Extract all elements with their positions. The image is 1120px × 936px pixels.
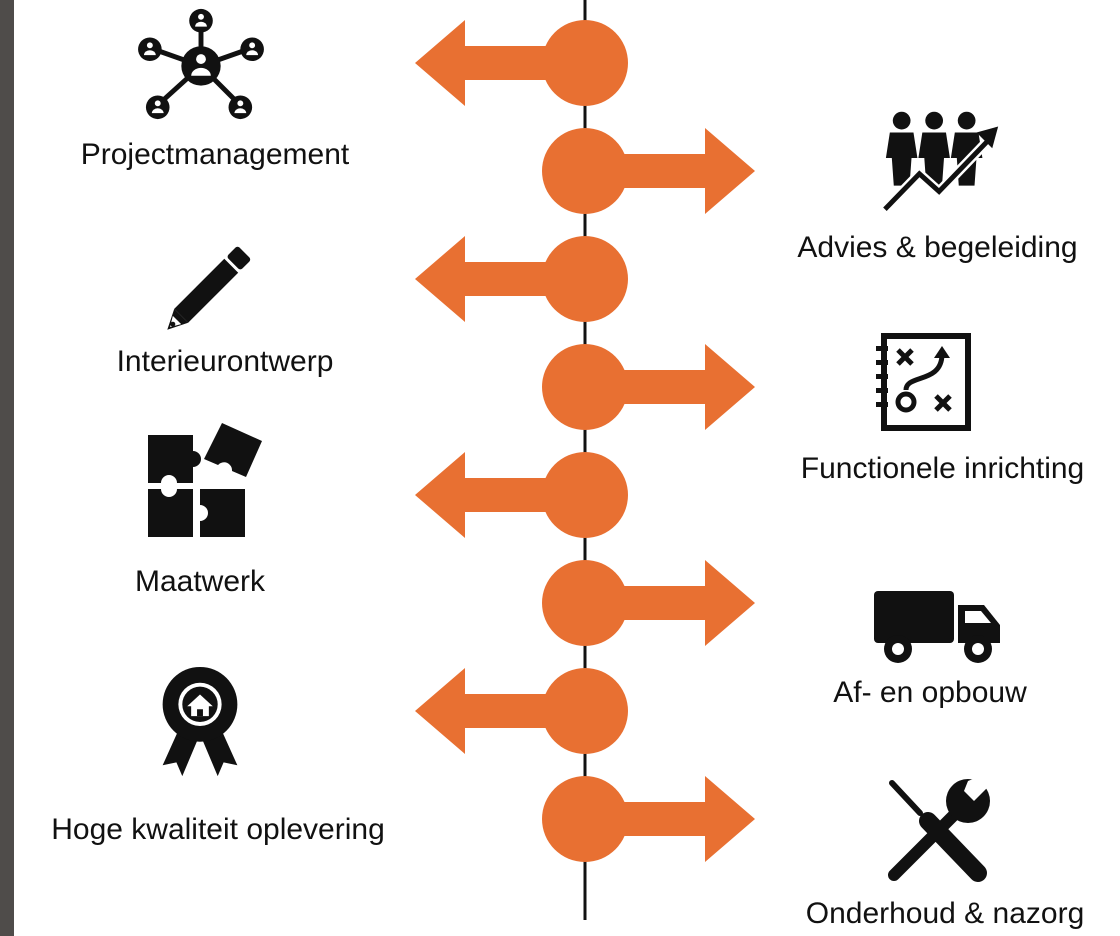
timeline-node — [542, 20, 628, 106]
puzzle-icon — [148, 423, 262, 537]
timeline-node — [542, 128, 628, 214]
timeline-arrow-left — [415, 236, 585, 322]
team-growth-icon — [881, 111, 999, 213]
pencil-icon — [167, 246, 251, 330]
timeline-arrow-right — [585, 128, 755, 214]
timeline-node — [542, 452, 628, 538]
step-label-projectmanagement: Projectmanagement — [80, 138, 350, 171]
timeline-node — [542, 560, 628, 646]
timeline-node — [542, 776, 628, 862]
timeline-arrow-right — [585, 776, 755, 862]
timeline-marker-3 — [415, 236, 628, 322]
network-people-icon — [138, 8, 264, 120]
timeline-marker-7 — [415, 668, 628, 754]
timeline-marker-2 — [542, 128, 755, 214]
timeline-marker-1 — [415, 20, 628, 106]
timeline-node — [542, 668, 628, 754]
step-label-maatwerk: Maatwerk — [134, 565, 266, 598]
timeline-arrow-left — [415, 20, 585, 106]
step-label-interieurontwerp: Interieurontwerp — [116, 345, 334, 378]
timeline-arrow-left — [415, 668, 585, 754]
step-label-functionele-inrichting: Functionele inrichting — [800, 452, 1085, 485]
step-label-af-en-opbouw: Af- en opbouw — [833, 676, 1027, 709]
timeline-node — [542, 236, 628, 322]
timeline-arrow-left — [415, 452, 585, 538]
step-label-hoge-kwaliteit-oplevering: Hoge kwaliteit oplevering — [51, 813, 385, 846]
timeline-arrow-right — [585, 560, 755, 646]
tools-icon — [888, 777, 990, 882]
timeline-marker-6 — [542, 560, 755, 646]
step-label-onderhoud-nazorg: Onderhoud & nazorg — [805, 897, 1085, 930]
timeline-marker-8 — [542, 776, 755, 862]
timeline-marker-4 — [542, 344, 755, 430]
strategy-plan-icon — [876, 333, 971, 431]
quality-award-icon — [162, 666, 238, 777]
timeline-node — [542, 344, 628, 430]
timeline-markers — [415, 20, 755, 862]
timeline-marker-5 — [415, 452, 628, 538]
step-label-advies-begeleiding: Advies & begeleiding — [797, 231, 1078, 264]
truck-icon — [874, 591, 1000, 663]
left-edge-band — [0, 0, 14, 936]
timeline-arrow-right — [585, 344, 755, 430]
